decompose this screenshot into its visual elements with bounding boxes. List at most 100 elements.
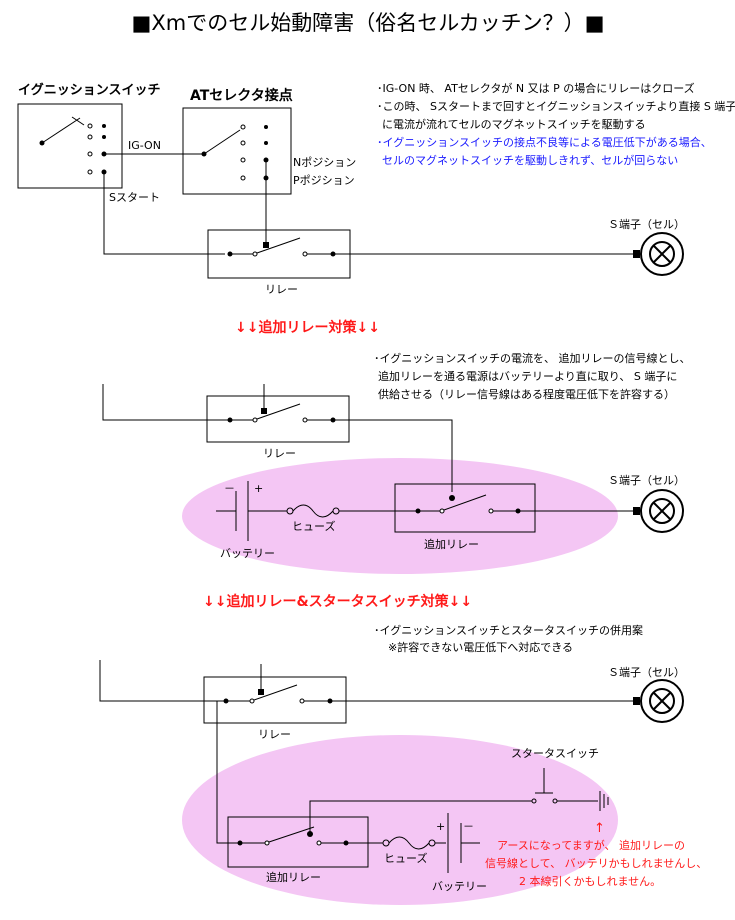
red-note-line: アースになってますが、 追加リレーの	[497, 838, 685, 852]
relay-to-added-relay-wire	[216, 701, 240, 844]
relay-label: リレー	[263, 447, 296, 460]
relay-box	[203, 676, 347, 724]
relay-label: リレー	[258, 728, 291, 741]
at-selector-box	[182, 107, 292, 195]
added-relay-contact-right	[488, 508, 494, 514]
added-relay-contact-arm	[443, 494, 487, 511]
note-line: ･この時、 Sスタートまで回すとイグニッションスイッチより直接 S 端子	[377, 99, 735, 113]
s-terminal-plug	[633, 250, 640, 258]
battery-minus-label: －	[224, 482, 235, 495]
at-contact-b-term	[264, 141, 268, 145]
added-relay-contact-left	[264, 840, 270, 846]
section-added-relay: ･イグニッションスイッチの電流を、 追加リレーの信号線とし、 追加リレーを通る電…	[102, 351, 691, 574]
added-relay-contact-arm	[268, 826, 315, 843]
note-line: ･IG-ON 時、 ATセレクタが N 又は P の場合にリレーはクローズ	[377, 81, 695, 95]
signal-wire	[333, 419, 453, 492]
ignition-switch-box	[17, 103, 123, 189]
ig-on-label: IG-ON	[128, 139, 161, 152]
section-relay-and-starter-switch: ･イグニッションスイッチとスタータスイッチの併用案 ※許容できない電圧低下へ対応…	[99, 623, 707, 905]
s-terminal-label: Ｓ端子（セル）	[608, 666, 685, 679]
ig-switch-key-mark	[71, 116, 85, 126]
relay-contact-right	[299, 698, 305, 704]
at-contact-a	[240, 124, 246, 130]
relay-coil-mark	[258, 689, 264, 695]
page-title: ■Xmでのセル始動障害（俗名セルカッチン？）■	[132, 11, 605, 35]
red-note-line: 2 本線引くかもしれません。	[519, 874, 661, 888]
added-relay-label: 追加リレー	[266, 870, 321, 884]
note-line-blue: ･イグニッションスイッチの接点不良等による電圧低下がある場合、	[377, 135, 712, 149]
note-line: ･イグニッションスイッチとスタータスイッチの併用案	[374, 623, 643, 637]
relay-coil-mark	[263, 242, 269, 248]
starter-motor-icon	[640, 679, 684, 723]
at-contact-p	[240, 175, 246, 181]
relay-coil-mark	[261, 408, 267, 414]
starter-switch-label: スタータスイッチ	[511, 747, 599, 760]
s-start-label: Sスタート	[109, 191, 160, 204]
highlight-area	[182, 735, 618, 905]
fuse-icon	[286, 504, 340, 518]
added-relay-box	[227, 816, 369, 868]
s-terminal-label: Ｓ端子（セル）	[608, 474, 685, 487]
fuse-label: ヒューズ	[292, 519, 335, 533]
note-line: に電流が流れてセルのマグネットスイッチを駆動する	[382, 117, 646, 131]
at-contact-a-term	[264, 125, 268, 129]
at-selector-label: ATセレクタ接点	[190, 87, 293, 104]
note-line: ･イグニッションスイッチの電流を、 追加リレーの信号線とし、	[374, 351, 691, 365]
s-terminal-label: Ｓ端子（セル）	[608, 218, 685, 231]
note-line: 追加リレーを通る電源はバッテリーより直に取り、 S 端子に	[378, 369, 677, 383]
battery-plus-label: +	[254, 482, 263, 495]
p-position-label: Pポジション	[293, 174, 355, 187]
relay-contact-left	[252, 251, 258, 257]
relay-label: リレー	[265, 283, 298, 296]
ig-switch-contact-3	[102, 135, 106, 139]
ig-switch-contact-off	[102, 124, 106, 128]
ground-arrow: ↑	[594, 821, 605, 836]
red-note-line: 信号線として、 バッテリかもしれませんし、	[485, 856, 707, 870]
relay-contact-right	[302, 251, 308, 257]
at-contact-n	[240, 157, 246, 163]
battery-plus-label: +	[436, 820, 445, 833]
at-contact-b	[240, 140, 246, 146]
s-terminal-plug	[633, 507, 640, 515]
ig-switch-lever	[41, 117, 81, 144]
starter-switch-signal-wire	[309, 800, 532, 836]
ig-switch-contact-igon	[87, 151, 93, 157]
relay-contact-arm	[256, 237, 301, 254]
added-relay-coil-mark	[307, 831, 313, 837]
ig-switch-contact-start	[87, 169, 93, 175]
battery-minus-label: －	[463, 820, 474, 833]
ig-switch-contact-2	[87, 134, 93, 140]
relay-box	[206, 395, 350, 443]
starter-motor-icon	[640, 232, 684, 276]
relay-contact-right	[302, 417, 308, 423]
added-relay-box	[394, 483, 536, 533]
added-relay-coil-mark	[449, 495, 455, 501]
ig-input-wire	[99, 660, 226, 702]
section3-heading: ↓↓追加リレー&スタータスイッチ対策↓↓	[203, 593, 472, 610]
ig-input-wire	[102, 384, 230, 421]
at-selector-lever	[203, 129, 241, 155]
section-original-circuit: イグニッションスイッチ IG-ON Sスタート ATセレクタ接点 Nポジション …	[17, 81, 735, 296]
highlight-area	[182, 458, 618, 574]
fuse-label: ヒューズ	[384, 851, 427, 865]
ig-switch-contact-acc	[87, 123, 93, 129]
relay-contact-left	[252, 417, 258, 423]
ignition-switch-label: イグニッションスイッチ	[18, 82, 160, 98]
added-relay-contact-right	[316, 840, 322, 846]
s-start-wire	[103, 172, 225, 255]
battery-label: バッテリー	[220, 547, 275, 560]
note-line-blue: セルのマグネットスイッチを駆動しきれず、セルが回らない	[382, 153, 678, 167]
n-position-label: Nポジション	[293, 156, 356, 169]
added-relay-contact-left	[439, 508, 445, 514]
relay-contact-arm	[253, 684, 298, 701]
starter-motor-icon	[640, 489, 684, 533]
note-line: ※許容できない電圧低下へ対応できる	[388, 640, 573, 654]
relay-contact-left	[249, 698, 255, 704]
added-relay-label: 追加リレー	[424, 537, 479, 551]
note-line: 供給させる（リレー信号線はある程度電圧低下を許容する）	[378, 387, 675, 401]
s-terminal-plug	[633, 697, 640, 705]
ground-icon	[599, 791, 609, 811]
relay-contact-arm	[256, 403, 301, 420]
battery-label: バッテリー	[432, 880, 487, 893]
